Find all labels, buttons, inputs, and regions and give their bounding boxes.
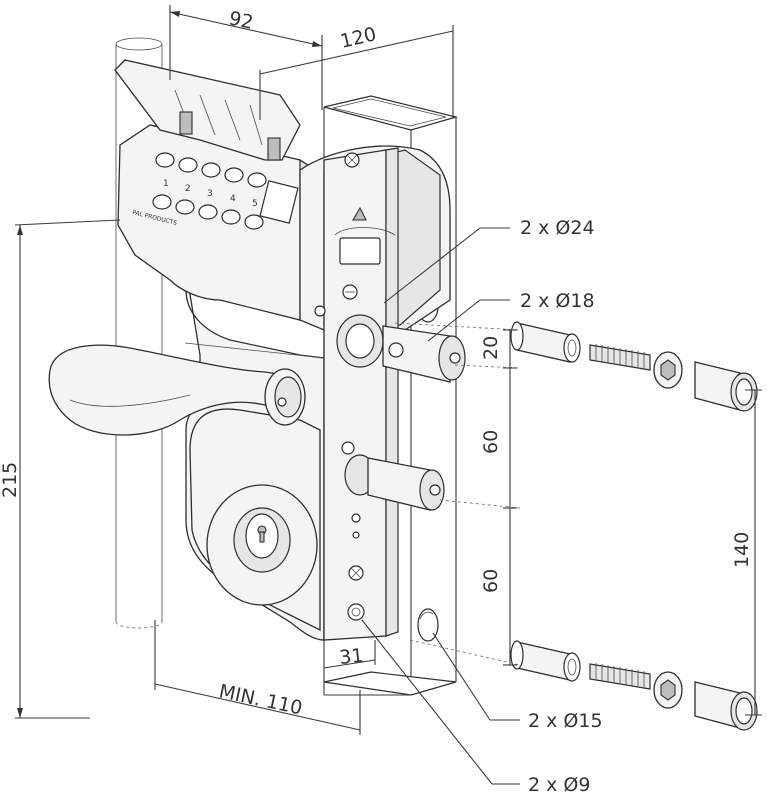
key-cylinder bbox=[206, 484, 318, 606]
callout-d9: 2 x Ø9 bbox=[528, 774, 590, 796]
keypad-cover bbox=[114, 59, 301, 161]
threaded-bolt-top bbox=[589, 344, 683, 389]
keypad-key bbox=[175, 199, 195, 215]
callout-d15: 2 x Ø15 bbox=[528, 710, 603, 732]
faceplate-screw-bottom bbox=[347, 603, 365, 621]
keypad-key bbox=[152, 194, 172, 210]
dim-31: 31 bbox=[338, 645, 364, 669]
keypad-key bbox=[198, 204, 218, 220]
threaded-bolt-bottom bbox=[589, 663, 683, 709]
dim-140: 140 bbox=[731, 532, 753, 568]
keypad-key bbox=[224, 167, 244, 183]
keypad-key bbox=[155, 152, 175, 168]
mounting-bushings-bottom bbox=[510, 640, 758, 731]
faceplate-screw-top bbox=[344, 152, 360, 168]
keypad-key bbox=[221, 209, 241, 225]
dim-60-lower: 60 bbox=[480, 569, 502, 593]
keypad-key bbox=[244, 214, 264, 230]
faceplate-screw-lower bbox=[348, 565, 364, 581]
keypad-key bbox=[247, 172, 267, 188]
keypad-key bbox=[201, 162, 221, 178]
callout-d18: 2 x Ø18 bbox=[520, 290, 595, 312]
latch-bolt bbox=[336, 314, 466, 383]
keypad-key-label: 3 bbox=[207, 189, 213, 199]
mounting-bushings-top bbox=[510, 321, 758, 412]
keypad-key-label: 5 bbox=[252, 199, 258, 209]
dim-215: 215 bbox=[0, 462, 21, 498]
faceplate-screw-mid bbox=[342, 284, 358, 300]
lever-handle bbox=[48, 344, 306, 436]
keypad-key-label: 1 bbox=[163, 179, 169, 189]
dim-92: 92 bbox=[227, 7, 255, 34]
dead-bolt bbox=[341, 441, 445, 511]
dim-20: 20 bbox=[480, 336, 502, 360]
dim-60-upper: 60 bbox=[480, 430, 502, 454]
dim-min-110: MIN. 110 bbox=[217, 680, 304, 719]
keypad-key-label: 4 bbox=[230, 194, 236, 204]
dimension-lines bbox=[14, 5, 762, 785]
keypad-key bbox=[178, 157, 198, 173]
callout-d24: 2 x Ø24 bbox=[520, 217, 595, 239]
keypad-key-label: 2 bbox=[185, 184, 191, 194]
